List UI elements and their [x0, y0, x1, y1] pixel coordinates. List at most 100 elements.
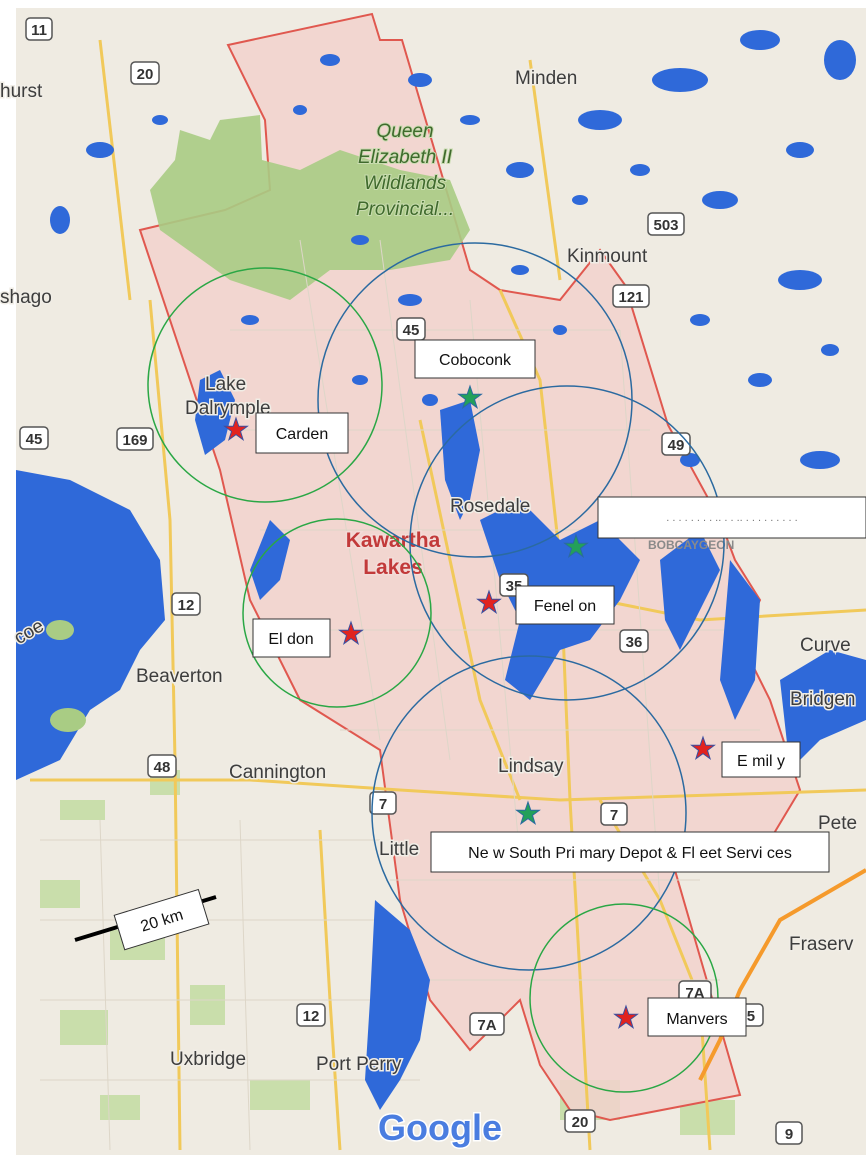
place-rosedale: Rosedale — [450, 496, 530, 517]
green-star-coboconk[interactable] — [457, 384, 483, 409]
label-emily[interactable]: E mil y — [721, 741, 801, 778]
star-markers — [223, 384, 716, 1029]
scugog-lake — [365, 900, 430, 1110]
svg-text:. . . . . . . . .. . . .. . .: . . . . . . . . .. . . .. . . . . . . . … — [666, 512, 797, 524]
marker-labels: Coboconk Carden . . . . . . . . .. . . .… — [252, 339, 866, 1037]
svg-text:20: 20 — [137, 66, 154, 83]
place-bridgen: Bridgen — [790, 689, 856, 710]
park-label-line2: Elizabeth II — [358, 147, 453, 168]
green-star-bobcaygeon[interactable] — [563, 533, 589, 558]
red-star-carden[interactable] — [223, 416, 249, 441]
svg-text:Manvers: Manvers — [666, 1011, 727, 1028]
highway-shield: 45 — [396, 317, 426, 341]
svg-text:Ne w South Pri mary Depot & Fl: Ne w South Pri mary Depot & Fl eet Servi… — [468, 845, 792, 862]
place-beaverton: Beaverton — [136, 666, 223, 687]
label-depot[interactable]: Ne w South Pri mary Depot & Fl eet Servi… — [430, 831, 830, 873]
green-star-depot[interactable] — [515, 800, 541, 825]
highway-shield: 7 — [369, 791, 397, 815]
label-eldon[interactable]: El don — [252, 618, 331, 658]
highway-shield: 45 — [19, 426, 49, 450]
place-pete: Pete — [818, 813, 857, 834]
google-logo-text: Google — [378, 1107, 502, 1148]
place-cannington: Cannington — [229, 762, 326, 783]
google-logo: Google — [377, 1106, 504, 1150]
label-fenelon[interactable]: Fenel on — [515, 585, 615, 625]
pigeon-lake — [660, 530, 720, 650]
place-port-perry: Port Perry — [316, 1054, 402, 1075]
label-bobcaygeon[interactable]: . . . . . . . . .. . . .. . . . . . . . … — [597, 496, 866, 539]
svg-text:169: 169 — [122, 432, 147, 449]
svg-text:36: 36 — [626, 634, 643, 651]
highway-shield: 121 — [612, 284, 650, 308]
highway-shield: 503 — [647, 212, 685, 236]
coverage-circle-depot — [371, 655, 687, 971]
red-star-fenelon[interactable] — [476, 589, 502, 614]
svg-text:7: 7 — [610, 807, 618, 824]
place-lake: Lake — [205, 374, 246, 395]
highway-shield: 20 — [564, 1109, 596, 1133]
svg-text:45: 45 — [403, 322, 420, 339]
label-coboconk[interactable]: Coboconk — [414, 339, 536, 379]
chemong — [720, 560, 760, 720]
highway-shield: 20 — [130, 61, 160, 85]
svg-text:49: 49 — [668, 437, 685, 454]
svg-text:Fenel on: Fenel on — [534, 598, 596, 615]
park-label-line3: Wildlands — [364, 173, 447, 194]
scale-label-box: 20 km — [113, 888, 210, 951]
park-label-line4: Provincial... — [356, 199, 454, 220]
highway-shield: 49 — [661, 432, 691, 456]
red-star-emily[interactable] — [690, 735, 716, 760]
svg-text:503: 503 — [653, 217, 678, 234]
highway-shield: 12 — [171, 592, 201, 616]
label-carden[interactable]: Carden — [255, 412, 349, 454]
highway-shield: 9 — [775, 1121, 803, 1145]
svg-text:12: 12 — [303, 1008, 320, 1025]
cameron-lake — [250, 520, 290, 600]
lake-simcoe — [16, 470, 165, 780]
svg-text:7A: 7A — [477, 1017, 496, 1034]
highway-shield: 7A — [469, 1012, 505, 1036]
highway-115 — [698, 868, 866, 1081]
park-area — [150, 115, 470, 300]
park-label: Queen Elizabeth II Wildlands Provincial.… — [355, 120, 455, 221]
svg-text:48: 48 — [154, 759, 171, 776]
red-star-manvers[interactable] — [613, 1004, 639, 1029]
coverage-circle-carden — [147, 267, 383, 503]
place-little: Little — [379, 839, 419, 860]
place-shago: shago — [0, 287, 52, 308]
label-manvers[interactable]: Manvers — [647, 997, 747, 1037]
highway-shield: 48 — [147, 754, 177, 778]
place-curve: Curve — [800, 635, 851, 656]
highway-shield: 12 — [296, 1003, 326, 1027]
highway-shield: 169 — [116, 427, 154, 451]
rice-lake — [780, 650, 866, 770]
svg-text:12: 12 — [178, 597, 195, 614]
park-label-line1: Queen — [376, 121, 433, 142]
svg-text:20: 20 — [572, 1114, 589, 1131]
place-bobcaygeon: BOBCAYGEON — [648, 538, 734, 552]
red-star-eldon[interactable] — [338, 620, 364, 645]
svg-text:121: 121 — [618, 289, 643, 306]
highway-shield: 11 — [25, 17, 53, 41]
place-uxbridge: Uxbridge — [170, 1049, 246, 1070]
svg-text:El don: El don — [268, 631, 313, 648]
place-labels: hurst Minden Kinmount shago Lake Dalrymp… — [0, 67, 859, 1077]
coverage-circle-eldon — [242, 518, 432, 708]
svg-text:E mil y: E mil y — [737, 753, 785, 770]
svg-text:11: 11 — [31, 22, 47, 39]
svg-text:45: 45 — [26, 431, 43, 448]
svg-text:9: 9 — [785, 1126, 793, 1143]
highway-shield: 36 — [619, 629, 649, 653]
place-minden: Minden — [515, 68, 577, 89]
place-lindsay: Lindsay — [498, 756, 564, 777]
coverage-circles — [147, 242, 725, 1093]
svg-text:7: 7 — [379, 796, 387, 813]
lake-dalrymple — [195, 370, 235, 455]
highway-shield: 7 — [600, 802, 628, 826]
place-hurst: hurst — [0, 81, 43, 102]
svg-text:Carden: Carden — [276, 426, 328, 443]
balsam-lake — [440, 400, 480, 520]
place-fraserv: Fraserv — [789, 934, 854, 955]
place-dalrymple: Dalrymple — [185, 398, 271, 419]
